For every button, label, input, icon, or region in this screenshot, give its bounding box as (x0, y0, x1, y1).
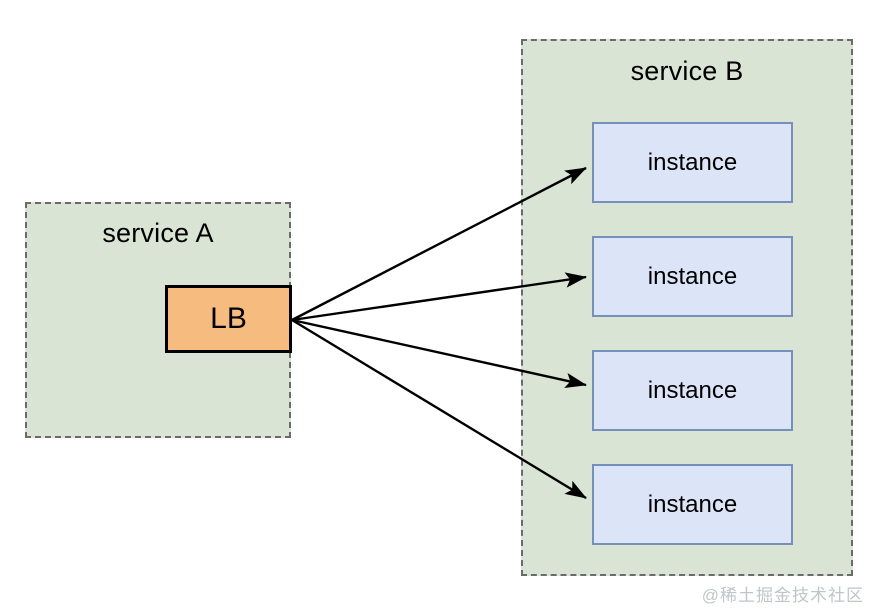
load-balancer-label: LB (210, 302, 247, 335)
instance-node-3[interactable]: instance (592, 350, 793, 431)
instance-label-3: instance (647, 376, 738, 404)
instance-node-2[interactable]: instance (592, 236, 793, 317)
instance-label-1: instance (647, 148, 738, 176)
service-b-title: service B (630, 56, 744, 86)
instance-label-2: instance (647, 262, 738, 290)
instance-node-1[interactable]: instance (592, 122, 793, 203)
instance-node-4[interactable]: instance (592, 464, 793, 545)
service-a-title: service A (102, 218, 214, 248)
watermark: @稀土掘金技术社区 (701, 586, 864, 605)
instance-label-4: instance (647, 490, 738, 518)
load-balancer-node[interactable]: LB (165, 285, 292, 353)
